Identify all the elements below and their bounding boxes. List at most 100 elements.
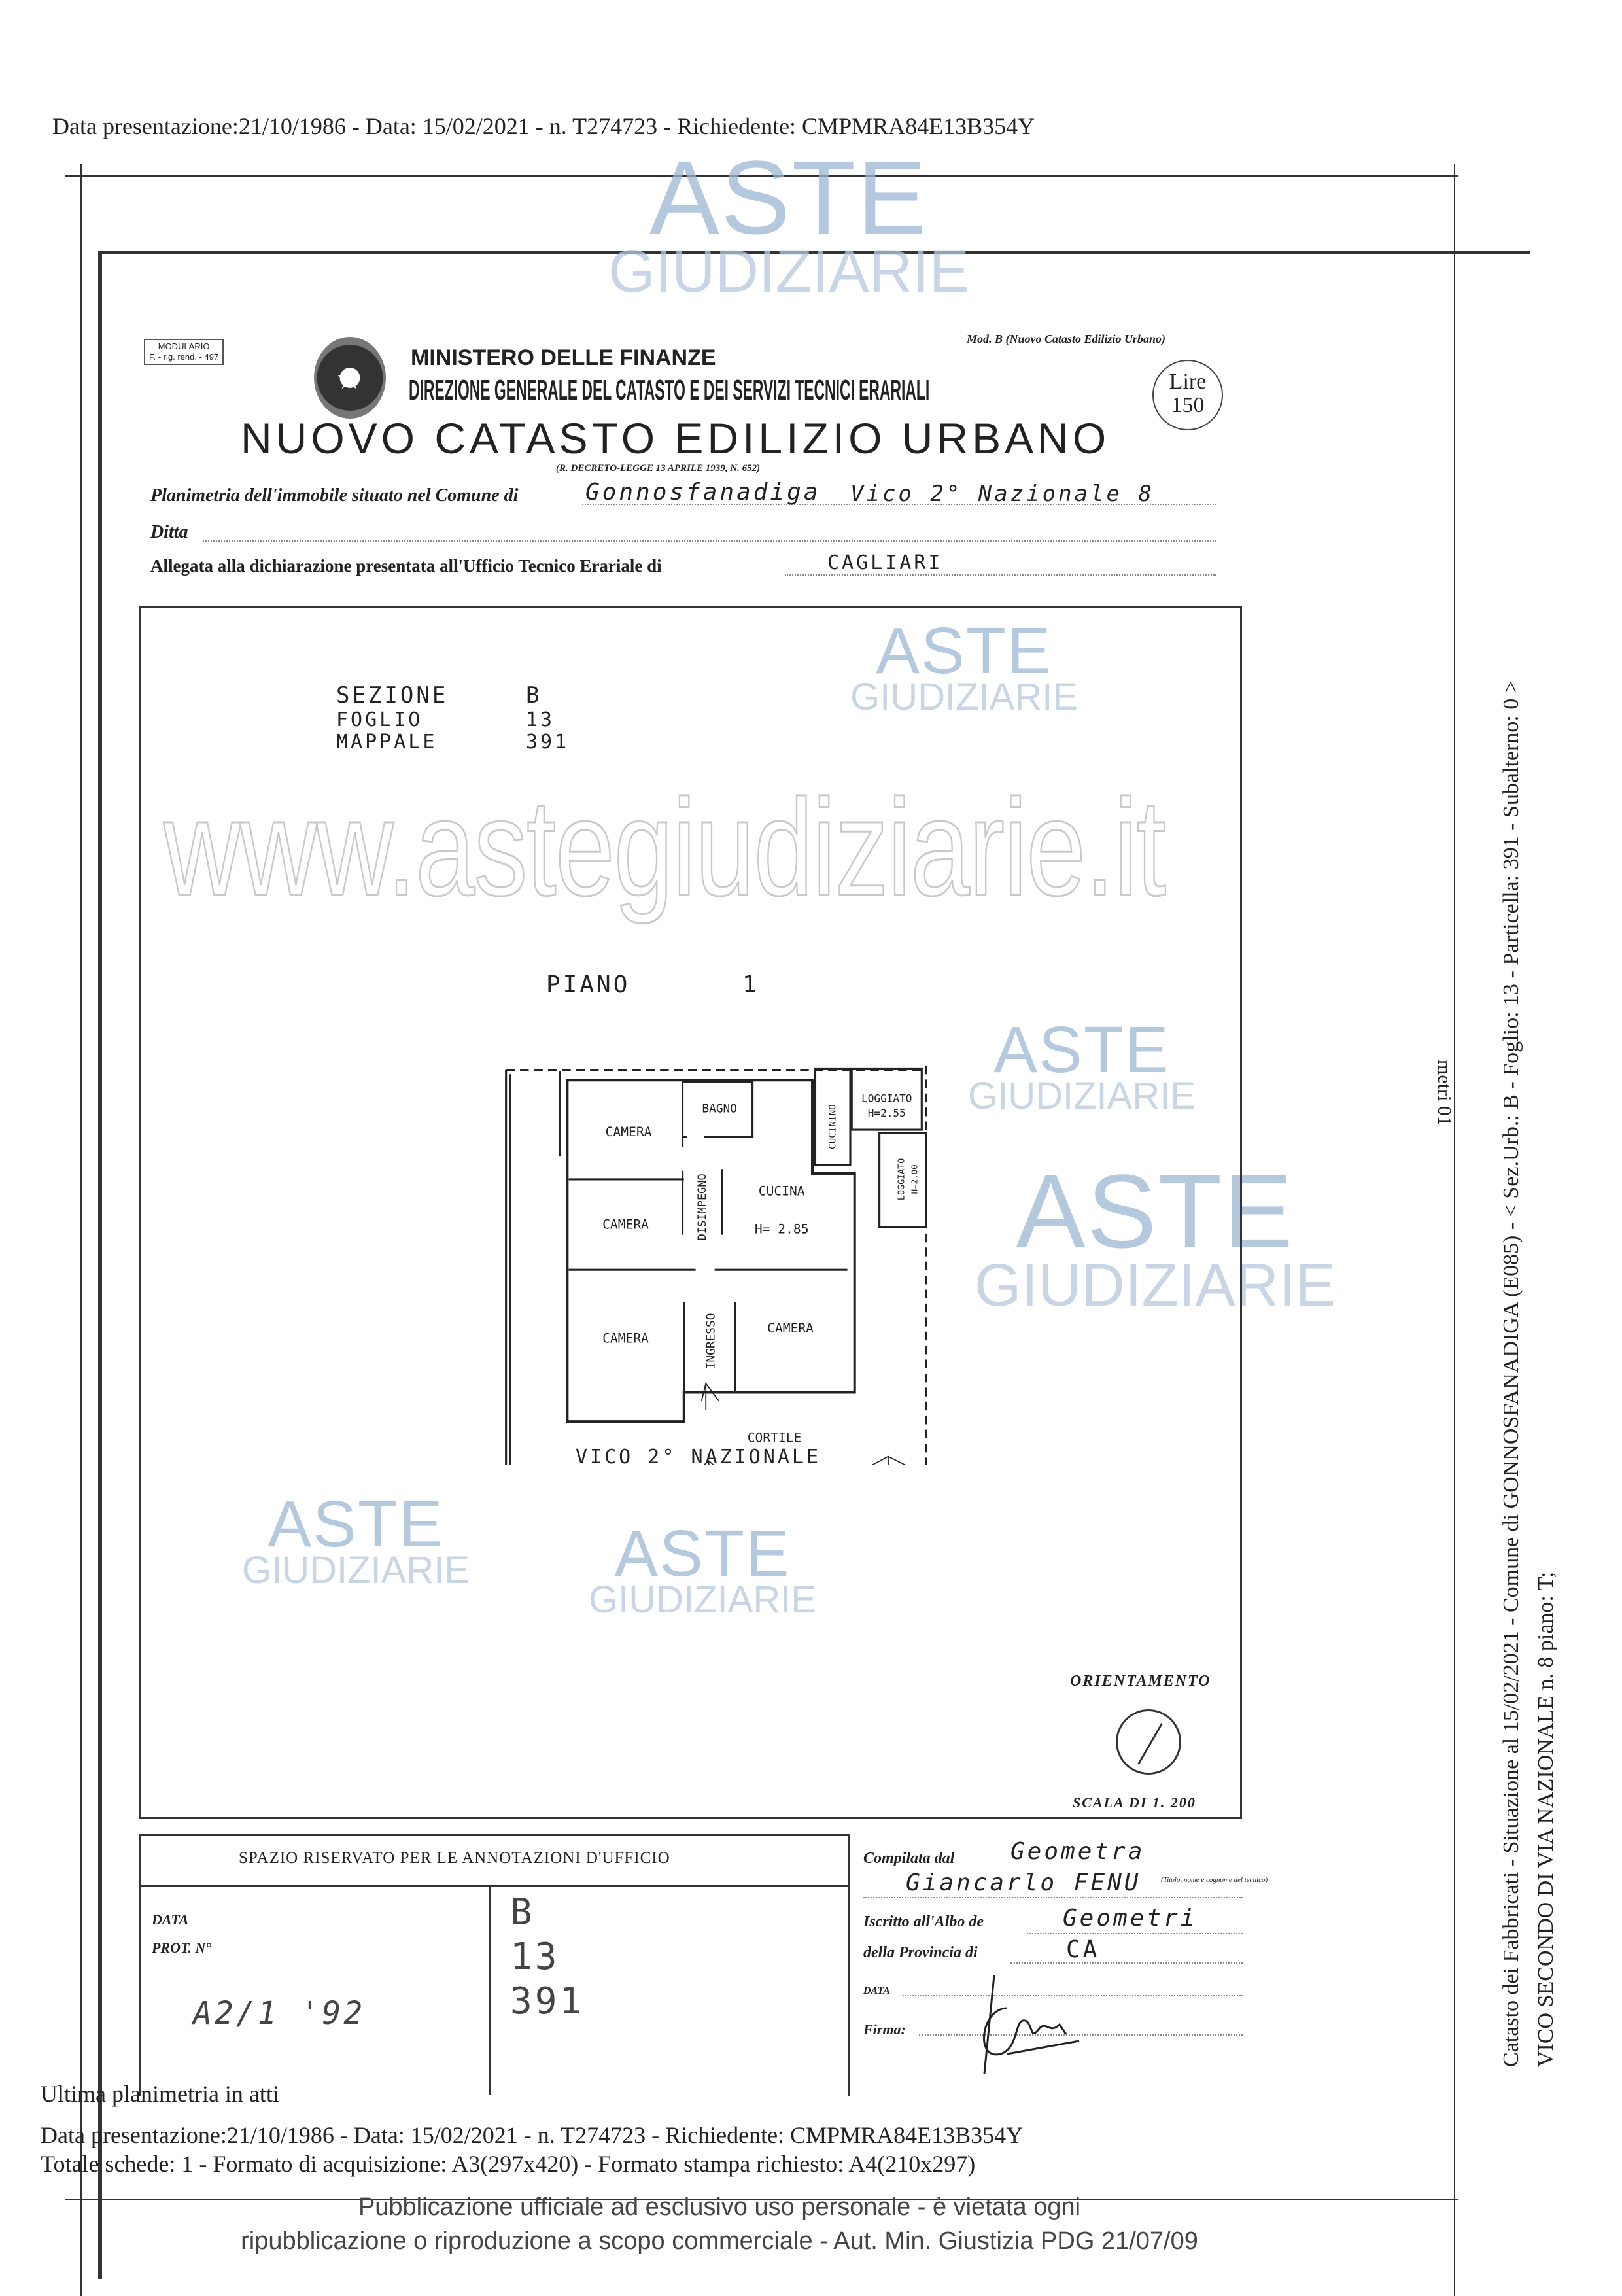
annotations-col-divider (489, 1885, 491, 2095)
lire-value: 150 (1171, 393, 1205, 417)
ufficio-line (785, 574, 1216, 576)
sezione-note: B (510, 1891, 535, 1934)
room-label-camera: CAMERA (602, 1217, 649, 1232)
room-label-camera: CAMERA (602, 1331, 649, 1346)
lot-boundary (505, 1065, 927, 1465)
north-arrow-icon (1116, 1709, 1181, 1775)
side-metri: metri 01 (1434, 1060, 1455, 1126)
frame-bottom (65, 2199, 1458, 2200)
watermark-giudiziarie: GIUDIZIARIE (850, 676, 1078, 718)
allegata-label: Allegata alla dichiarazione presentata a… (150, 556, 662, 576)
provincia-label: della Provincia di (863, 1944, 978, 1961)
ditta-label: Ditta (150, 522, 188, 542)
lire-stamp: Lire 150 (1152, 360, 1223, 430)
foglio-label: FOGLIO (336, 708, 423, 731)
watermark-aste: ASTE (876, 614, 1052, 687)
address-value: Vico 2° Nazionale 8 (850, 481, 1154, 507)
direzione-heading: DIREZIONE GENERALE DEL CATASTO E DEI SER… (409, 374, 930, 406)
compiler-data-label: DATA (863, 1985, 890, 1996)
frame-top (65, 175, 1458, 177)
ultima-planimetria: Ultima planimetria in atti (41, 2081, 279, 2107)
watermark-aste: ASTE (1016, 1153, 1294, 1270)
modulario-label: MODULARIO (158, 341, 210, 351)
comune-value: Gonnosfanadiga (585, 479, 821, 506)
room-label-camera: CAMERA (767, 1321, 814, 1336)
loggiato2-height: H=2.00 (910, 1164, 920, 1194)
side-catasto-info: Catasto dei Fabbricati - Situazione al 1… (1499, 680, 1523, 2067)
room-label-camera: CAMERA (606, 1124, 652, 1139)
mod-b-label: Mod. B (Nuovo Catasto Edilizio Urbano) (967, 332, 1166, 345)
floor-plan: CAMERA BAGNO CAMERA CUCINA H= 2.85 CAMER… (505, 1065, 927, 1465)
lire-label: Lire (1169, 370, 1207, 394)
orientamento-label: ORIENTAMENTO (1070, 1673, 1211, 1690)
firma-label: Firma: (863, 2021, 906, 2038)
street-label: VICO 2° NAZIONALE (576, 1446, 821, 1469)
mappale-note: 391 (510, 1980, 585, 2023)
iscritto-label: Iscritto all'Albo de (863, 1913, 984, 1930)
room-label-disimpegno: DISIMPEGNO (695, 1174, 708, 1240)
watermark-giudiziarie: GIUDIZIARIE (975, 1252, 1336, 1319)
watermark-giudiziarie: GIUDIZIARIE (589, 1578, 817, 1621)
footer-line-2: Totale schede: 1 - Formato di acquisizio… (41, 2151, 976, 2177)
room-label-cucina: CUCINA (759, 1183, 805, 1198)
drawing-box (139, 606, 1242, 1819)
form-top-border (98, 251, 1530, 254)
foglio-value: 13 (526, 708, 555, 731)
mappale-label: MAPPALE (336, 731, 438, 754)
room-label-loggiato: LOGGIATO (897, 1158, 907, 1200)
sezione-value: B (526, 682, 542, 708)
cucina-height: H= 2.85 (755, 1221, 809, 1236)
frame-left (80, 164, 82, 2296)
foglio-note: 13 (510, 1936, 560, 1978)
watermark-giudiziarie: GIUDIZIARIE (242, 1549, 470, 1592)
building-walls (566, 1067, 927, 1465)
ufficio-value: CAGLIARI (827, 551, 943, 574)
prot-value: A2/1 '92 (193, 1995, 366, 2032)
publication-notice-1: Pubblicazione ufficiale ad esclusivo uso… (358, 2193, 1081, 2221)
annotations-box (139, 1834, 850, 2096)
frame-right (1454, 164, 1455, 2296)
room-label-ingresso: INGRESSO (704, 1313, 718, 1369)
watermark-aste: ASTE (614, 1517, 791, 1590)
area-label-cortile: CORTILE (748, 1430, 802, 1445)
watermark-giudiziarie: GIUDIZIARIE (608, 238, 970, 305)
compiler-data-line (903, 1995, 1243, 1996)
watermark-url: www.astegiudiziarie.it (163, 770, 1167, 926)
provincia-value: CA (1066, 1936, 1100, 1963)
nome-value: Giancarlo FENU (906, 1870, 1141, 1896)
planimetria-label: Planimetria dell'immobile situato nel Co… (150, 485, 519, 506)
side-address-info: VICO SECONDO DI VIA NAZIONALE n. 8 piano… (1534, 1571, 1558, 2067)
modulario-box: MODULARIO F. - rig. rend. - 497 (144, 339, 224, 365)
ditta-line (203, 540, 1216, 542)
mappale-value: 391 (526, 731, 570, 754)
annotations-handwritten: B 13 391 (510, 1890, 584, 2024)
firma-line (919, 2034, 1243, 2036)
room-label-bagno: BAGNO (702, 1102, 737, 1115)
header-line: Data presentazione:21/10/1986 - Data: 15… (52, 113, 1035, 139)
room-label-loggiato: LOGGIATO (861, 1092, 912, 1105)
watermark-aste: ASTE (649, 139, 928, 256)
watermark-giudiziarie: GIUDIZIARIE (968, 1075, 1196, 1117)
ministero-heading: MINISTERO DELLE FINANZE (411, 345, 716, 370)
emblem-icon: ★ (314, 337, 386, 419)
titolo-note: (Titolo, nome e cognome del tecnico) (1161, 1876, 1268, 1884)
piano-value: 1 (742, 971, 759, 998)
scala-label: SCALA DI 1. 200 (1073, 1794, 1196, 1811)
data-label: DATA (152, 1911, 189, 1928)
prot-label: PROT. N° (152, 1939, 212, 1956)
footer-line-1: Data presentazione:21/10/1986 - Data: 15… (41, 2122, 1024, 2148)
piano-label: PIANO (546, 971, 630, 998)
modulario-code: F. - rig. rend. - 497 (149, 352, 219, 362)
annotations-title: SPAZIO RISERVATO PER LE ANNOTAZIONI D'UF… (239, 1849, 670, 1867)
watermark-aste: ASTE (993, 1013, 1170, 1087)
albo-line (1027, 1933, 1243, 1934)
decreto-label: (R. DECRETO-LEGGE 13 APRILE 1939, N. 652… (556, 463, 761, 474)
annotations-divider (139, 1885, 850, 1887)
titolo-value: Geometra (1010, 1838, 1145, 1865)
page-title: NUOVO CATASTO EDILIZIO URBANO (241, 414, 1111, 462)
